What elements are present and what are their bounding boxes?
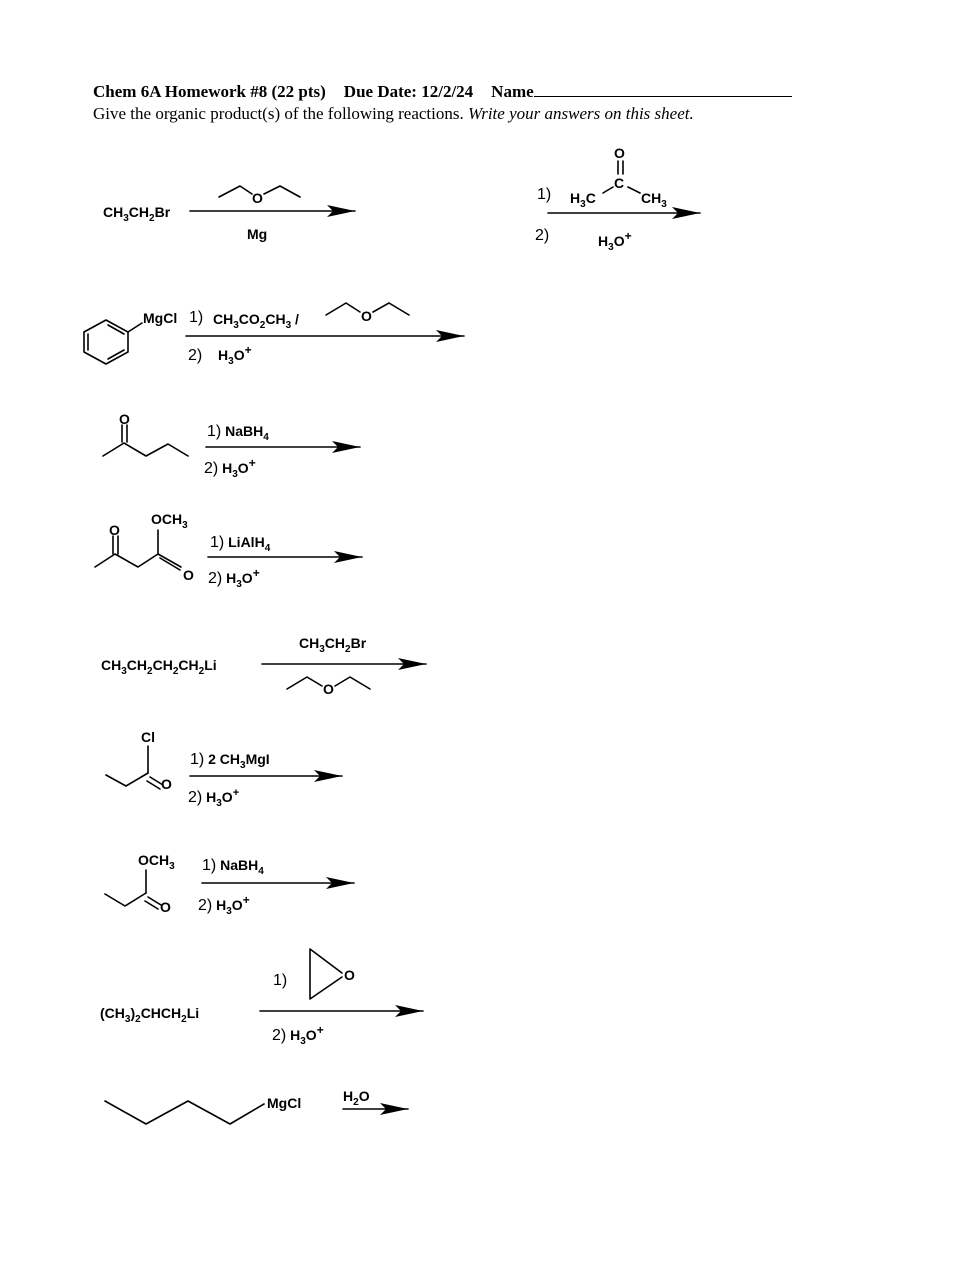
name-label: Name — [491, 82, 534, 101]
butanone-skeleton — [102, 442, 189, 457]
reaction-3 — [83, 302, 465, 365]
r7-step2: 2) H3O+ — [188, 787, 239, 809]
diethyl-ether-structure — [325, 302, 361, 316]
r9-step2: 2) H3O+ — [272, 1023, 324, 1047]
r6-reagent: CH3CH2Br — [299, 635, 367, 655]
r1-ether-oxygen: O — [252, 190, 263, 206]
instructions-italic: Write your answers on this sheet. — [468, 104, 694, 123]
r5-ester-oxygen: O — [183, 567, 194, 583]
r2-carbonyl-oxygen: O — [614, 145, 625, 161]
header-line: Chem 6A Homework #8 (22 pts) Due Date: 12… — [93, 80, 873, 103]
diethyl-ether-structure-right — [263, 185, 301, 198]
benzene-ring — [83, 319, 129, 365]
benzene-double-bond-a — [107, 324, 125, 335]
r9-reactant: (CH3)2CHCH2Li — [100, 1005, 199, 1025]
r3-ether-oxygen: O — [361, 308, 372, 324]
r7-step1: 1) 2 CH3MgI — [190, 751, 270, 771]
reaction-5 — [94, 529, 363, 571]
instructions-line: Give the organic product(s) of the follo… — [93, 103, 873, 125]
reaction-4 — [102, 424, 361, 457]
r4-step1: 1) NaBH4 — [207, 423, 269, 443]
r10-reactant: MgCl — [267, 1095, 301, 1111]
r5-ester-ome: OCH3 — [151, 511, 188, 531]
phenyl-mg-bond — [127, 322, 143, 333]
r9-step1-number: 1) — [273, 972, 287, 989]
r5-step1: 1) LiAlH4 — [210, 534, 271, 554]
acetone-bond-left — [602, 186, 614, 194]
r7-acyl-chloride: Cl — [141, 729, 155, 745]
worksheet-header: Chem 6A Homework #8 (22 pts) Due Date: 12… — [93, 80, 873, 125]
diethyl-ether-structure-right — [372, 302, 410, 316]
r2-step1-number: 1) — [537, 186, 551, 203]
ketoester-skeleton — [94, 553, 182, 568]
name-blank-line[interactable] — [533, 80, 792, 97]
due-date: Due Date: 12/2/24 — [343, 82, 474, 101]
ester-double-bond — [159, 557, 181, 571]
acyl-double-bond — [149, 776, 164, 786]
r2-ketone-right: CH3 — [641, 190, 667, 210]
r5-ketone-oxygen: O — [109, 522, 120, 538]
r1-reagent: Mg — [247, 226, 267, 242]
reaction-2 — [547, 160, 701, 219]
r2-step2: H3O+ — [598, 229, 632, 253]
acetone-bond-right — [627, 186, 641, 194]
r7-acyl-oxygen: O — [161, 776, 172, 792]
reaction-10 — [104, 1100, 409, 1125]
benzene-double-bond-b — [107, 349, 125, 360]
r2-ketone-left: H3C — [570, 190, 596, 210]
r3-reactant: MgCl — [143, 310, 177, 326]
r3-step1-number: 1) — [189, 309, 203, 326]
r8-ester-ome: OCH3 — [138, 852, 175, 872]
reaction-8 — [104, 869, 355, 910]
r2-step2-number: 2) — [535, 227, 549, 244]
reaction-9 — [259, 948, 424, 1017]
pentyl-chain — [104, 1100, 265, 1125]
r4-step2: 2) H3O+ — [204, 456, 256, 480]
r8-step1: 1) NaBH4 — [202, 857, 264, 877]
propanoate-skeleton — [104, 892, 147, 907]
reaction-6 — [261, 658, 427, 690]
r6-reactant: CH3CH2CH2CH2Li — [101, 657, 217, 677]
r2-carbonyl-carbon: C — [614, 175, 624, 191]
acyl-double-bond-2 — [146, 780, 161, 790]
r8-ester-oxygen: O — [160, 899, 171, 915]
r6-ether-oxygen: O — [323, 681, 334, 697]
diethyl-ether-structure — [218, 185, 253, 198]
r5-step2: 2) H3O+ — [208, 566, 260, 590]
diethyl-ether-structure-right — [334, 676, 371, 690]
worksheet-title: Chem 6A Homework #8 (22 pts) — [93, 82, 326, 101]
r3-step2: H3O+ — [218, 343, 252, 367]
r8-step2: 2) H3O+ — [198, 893, 250, 917]
ester-double-bond — [147, 896, 162, 906]
reaction-7 — [105, 745, 343, 790]
r3-step1: CH3CO2CH3 / — [213, 311, 299, 331]
ester-double-bond-2 — [144, 900, 159, 910]
r9-epoxide-oxygen: O — [344, 967, 355, 983]
r10-reagent: H2O — [343, 1088, 370, 1108]
r1-reactant: CH3CH2Br — [103, 204, 171, 224]
r3-step2-number: 2) — [188, 347, 202, 364]
reaction-1 — [189, 185, 356, 217]
instructions-text: Give the organic product(s) of the follo… — [93, 104, 464, 123]
diethyl-ether-structure — [286, 676, 323, 690]
propanoyl-skeleton — [105, 772, 149, 787]
epoxide-ring — [309, 948, 343, 1000]
r4-carbonyl-oxygen: O — [119, 411, 130, 427]
